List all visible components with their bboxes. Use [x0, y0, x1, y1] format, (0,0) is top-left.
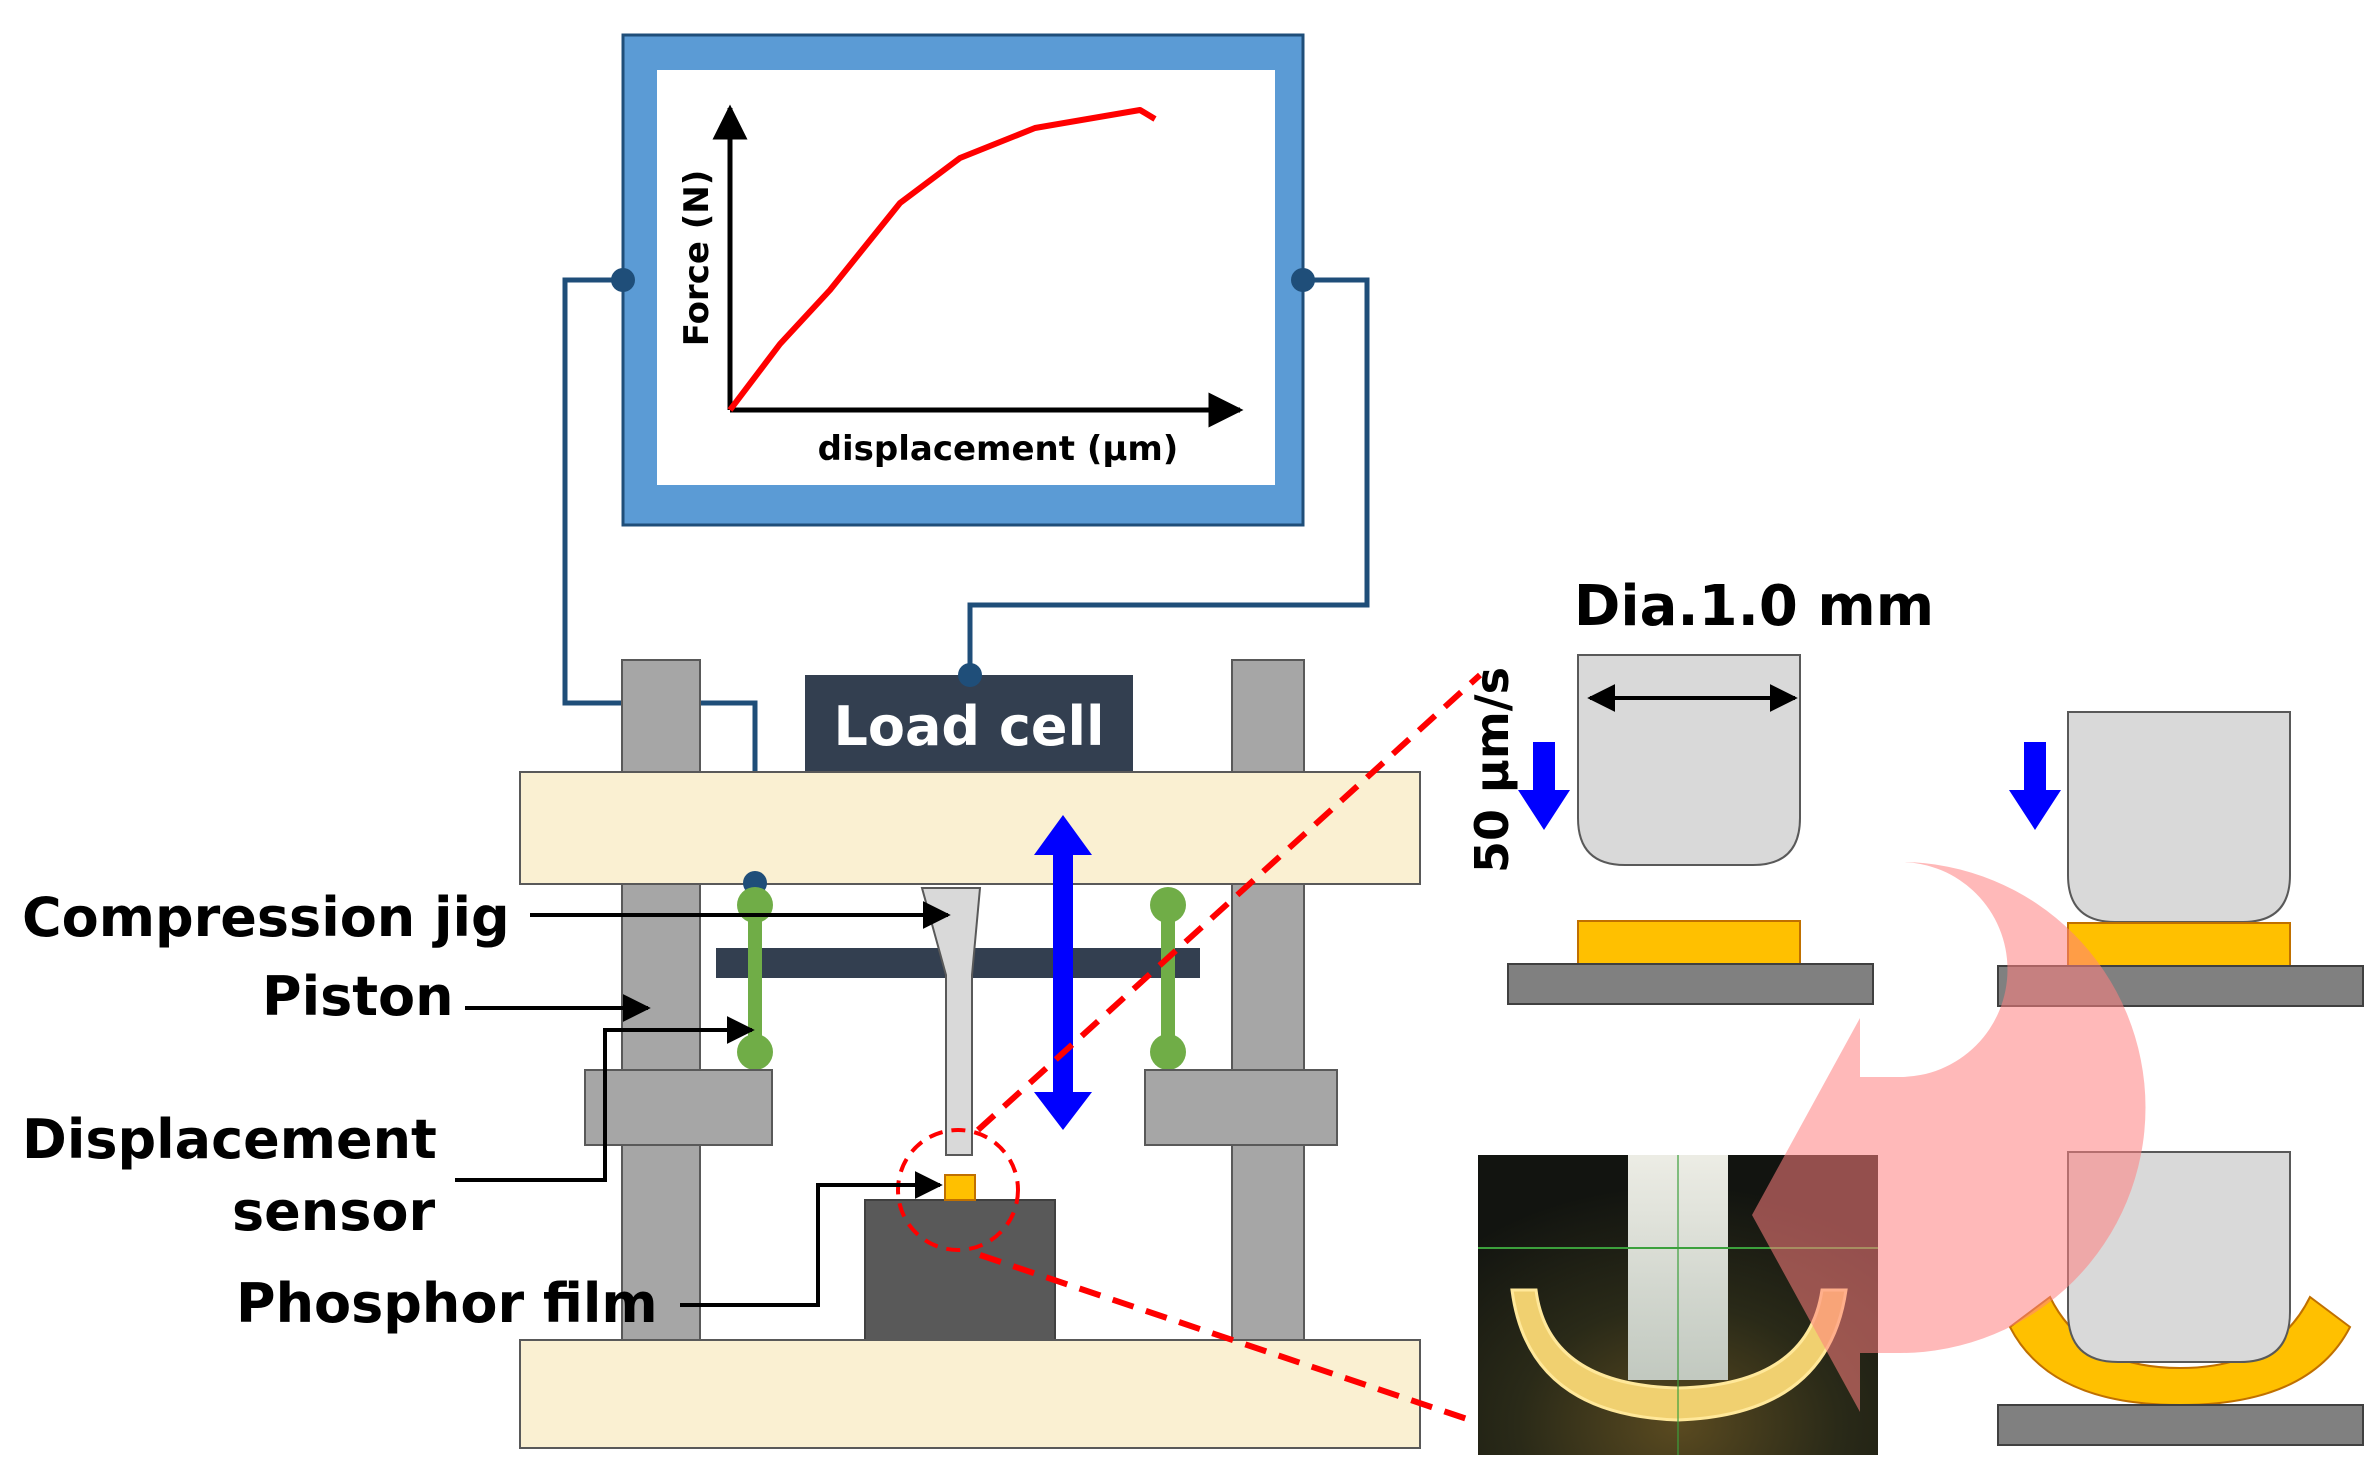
- label-phosphor-film: Phosphor film: [236, 1272, 658, 1335]
- indenter-stage1: [1577, 654, 1801, 866]
- zoom-line-upper: [975, 672, 1483, 1133]
- monitor-screen: [657, 70, 1275, 485]
- sensor-joint-left-top: [737, 887, 773, 923]
- stage-contact: [1997, 711, 2364, 1007]
- guide-block-left: [584, 1069, 773, 1146]
- phosphor-film: [944, 1174, 976, 1201]
- wires: [562, 277, 1370, 883]
- label-piston: Piston: [262, 965, 454, 1028]
- x-axis-label: displacement (μm): [818, 429, 1179, 469]
- apparatus-labels: Compression jig Piston Displacement sens…: [22, 886, 951, 1335]
- wire-right: [967, 277, 1370, 675]
- wire-node-left-monitor: [611, 268, 635, 292]
- load-cell: [805, 675, 1133, 775]
- label-displacement-sensor-line2: sensor: [232, 1180, 435, 1243]
- force-displacement-curve: [727, 107, 1157, 412]
- column-left: [621, 659, 701, 1341]
- wire-node-right-monitor: [1291, 268, 1315, 292]
- detail-panels: Dia.1.0 mm 50 μm/s: [1465, 574, 2364, 1455]
- cycle-return-arrow: [1748, 862, 2146, 1412]
- monitor: Force (N) displacement (μm): [621, 33, 1305, 527]
- motion-double-arrow: [1034, 815, 1092, 1130]
- guide-block-right: [1144, 1069, 1338, 1146]
- label-compression-jig: Compression jig: [22, 886, 510, 949]
- test-apparatus: Load cell: [519, 659, 1421, 1449]
- phosphor-film-stage1: [1577, 920, 1801, 965]
- bottom-plate: [519, 1339, 1421, 1449]
- pointer-phosphor-film: [680, 1171, 943, 1307]
- column-right: [1231, 659, 1305, 1341]
- label-displacement-sensor-line1: Displacement: [22, 1108, 437, 1171]
- speed-label: 50 μm/s: [1465, 667, 1519, 873]
- compression-jig: [920, 887, 982, 1156]
- pointer-displacement-sensor: [455, 1016, 755, 1182]
- diameter-label: Dia.1.0 mm: [1574, 574, 1934, 639]
- sensor-joint-right-top: [1150, 887, 1186, 923]
- indenter-stage2: [2067, 711, 2291, 923]
- phosphor-film-stage2: [2067, 922, 2291, 967]
- speed-arrow: [1518, 742, 1570, 830]
- substrate-stage1: [1507, 963, 1874, 1005]
- sensor-joint-right-bottom: [1150, 1034, 1186, 1070]
- load-cell-label: Load cell: [833, 695, 1104, 758]
- wire-left: [562, 277, 758, 883]
- zoom-circle: [896, 1128, 1020, 1252]
- sensor-joint-left-bottom: [737, 1034, 773, 1070]
- top-plate: [519, 771, 1421, 885]
- y-axis-label: Force (N): [677, 170, 717, 347]
- zoom-line-lower: [979, 1252, 1471, 1423]
- substrate-stage3: [1997, 1404, 2364, 1446]
- wire-node-load-cell: [958, 663, 982, 687]
- stage-approach: Dia.1.0 mm 50 μm/s: [1465, 574, 1934, 1005]
- down-arrow-stage2: [2009, 742, 2061, 830]
